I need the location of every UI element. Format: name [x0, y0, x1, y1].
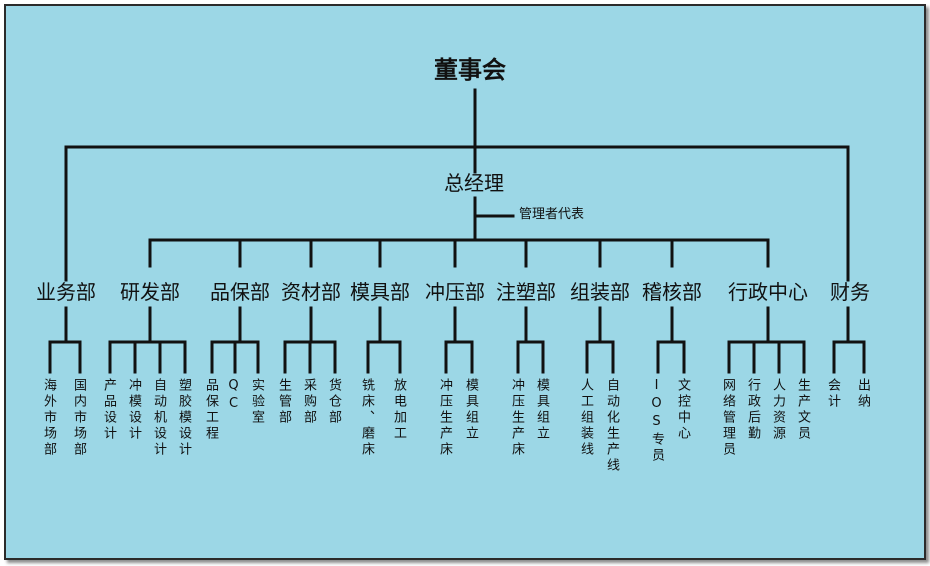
sub-unit-label: 采购部: [301, 378, 316, 426]
dept-box: 财务: [830, 280, 870, 304]
dept-box: 注塑部: [496, 280, 556, 304]
sub-unit-label: 放电加工: [391, 378, 406, 442]
dept-box: 资材部: [281, 280, 341, 304]
sub-unit-label: 网络管理员: [720, 378, 735, 458]
sub-unit-label: IOS专员: [649, 378, 664, 464]
dept-box: 品保部: [210, 280, 270, 304]
sub-unit-label: QC: [226, 378, 241, 414]
sub-unit-label: 海外市场部: [41, 378, 56, 458]
dept-box: 研发部: [120, 280, 180, 304]
sub-unit-label: 会计: [825, 378, 840, 410]
chart-frame: [4, 4, 926, 560]
sub-unit-label: 品保工程: [203, 378, 218, 442]
sub-unit-label: 自动机设计: [151, 378, 166, 458]
sub-unit-label: 模具组立: [534, 378, 549, 442]
sub-unit-label: 实验室: [249, 378, 264, 426]
sub-unit-label: 国内市场部: [71, 378, 86, 458]
sub-unit-label: 生管部: [276, 378, 291, 426]
sub-unit-label: 生产文员: [795, 378, 810, 442]
sub-unit-label: 货仓部: [326, 378, 341, 426]
sub-unit-label: 冲模设计: [126, 378, 141, 442]
board-box: 董事会: [434, 56, 506, 84]
dept-box: 组装部: [570, 280, 630, 304]
sub-unit-label: 人工组装线: [578, 378, 593, 458]
general-manager-box: 总经理: [444, 171, 504, 195]
dept-box: 稽核部: [642, 280, 702, 304]
sub-unit-label: 行政后勤: [745, 378, 760, 442]
sub-unit-label: 自动化生产线: [604, 378, 619, 474]
dept-box: 冲压部: [425, 280, 485, 304]
dept-box: 业务部: [36, 280, 96, 304]
dept-box: 模具部: [350, 280, 410, 304]
sub-unit-label: 产品设计: [101, 378, 116, 442]
sub-unit-label: 冲压生产床: [509, 378, 524, 458]
sub-unit-label: 塑胶模设计: [176, 378, 191, 458]
sub-unit-label: 人力资源: [770, 378, 785, 442]
management-rep-label: 管理者代表: [519, 207, 585, 222]
sub-unit-label: 模具组立: [463, 378, 478, 442]
sub-unit-label: 铣床、磨床: [359, 378, 374, 458]
sub-unit-label: 冲压生产床: [437, 378, 452, 458]
dept-box: 行政中心: [728, 280, 808, 304]
sub-unit-label: 文控中心: [675, 378, 690, 442]
sub-unit-label: 出纳: [855, 378, 870, 410]
